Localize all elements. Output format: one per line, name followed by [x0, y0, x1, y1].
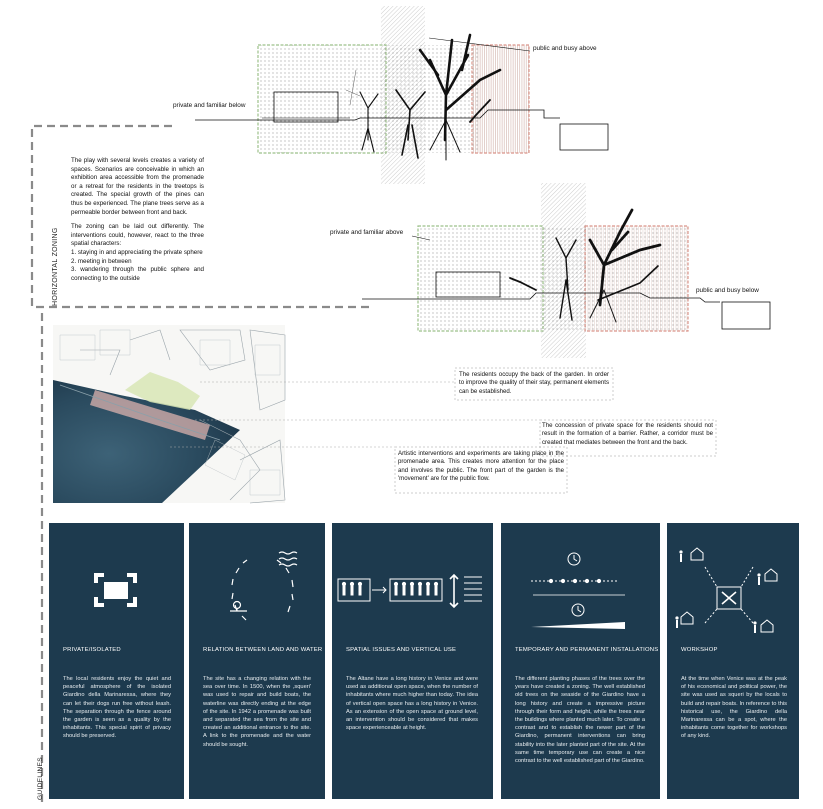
card-text: The site has a changing relation with th…	[203, 676, 311, 748]
card-title: SPATIAL ISSUES AND VERTICAL USE	[346, 647, 457, 653]
section1-label-public: public and busy above	[533, 45, 597, 52]
horizontal-zoning-label: HORIZONTAL ZONING	[52, 227, 59, 306]
card-title: RELATION BETWEEN LAND AND WATER	[203, 647, 323, 653]
card-text: The Altane have a long history in Venice…	[346, 676, 478, 732]
vertical-use-icon	[337, 573, 482, 609]
intro-paragraph-1: The play with several levels creates a v…	[71, 157, 204, 216]
note-box-artistic	[394, 446, 568, 494]
note-box-concession	[539, 419, 717, 457]
card-private-isolated: PRIVATE/ISOLATED The local residents enj…	[49, 523, 184, 799]
card-title: TEMPORARY AND PERMANENT INSTALLATIONS	[515, 647, 659, 653]
card-temporary-permanent: TEMPORARY AND PERMANENT INSTALLATIONS Th…	[501, 523, 660, 799]
intro-paragraph-2: The zoning can be laid out differently. …	[71, 223, 204, 248]
clock-timeline-icon	[531, 552, 625, 629]
card-text: At the time when Venice was at the peak …	[681, 676, 787, 740]
note-concession: The concession of private space for the …	[542, 422, 713, 446]
note-box-residents	[454, 367, 614, 401]
card-text: The local residents enjoy the quiet and …	[63, 676, 171, 740]
card-land-water: RELATION BETWEEN LAND AND WATER The site…	[189, 523, 325, 799]
section2-label-public: public and busy below	[696, 287, 759, 294]
frame-icon	[94, 573, 137, 607]
section-diagram-2	[362, 183, 771, 358]
horizontal-zoning-frame	[30, 124, 370, 309]
note-residents: The residents occupy the back of the gar…	[459, 371, 609, 395]
card-text: The different planting phases of the tre…	[515, 676, 645, 765]
guidelines-label: GUIDELINES	[37, 757, 44, 800]
intro-list-item-1: 1. staying in and appreciating the priva…	[71, 248, 203, 256]
card-title: WORKSHOP	[681, 647, 718, 653]
card-vertical-use: SPATIAL ISSUES AND VERTICAL USE The Alta…	[332, 523, 493, 799]
card-title: PRIVATE/ISOLATED	[63, 647, 121, 653]
intro-list-item-2: 2. meeting in between	[71, 257, 132, 265]
site-map	[53, 325, 286, 504]
section1-label-private: private and familiar below	[173, 102, 246, 109]
intro-list-item-3: 3. wandering through the public sphere a…	[71, 266, 204, 282]
workshop-tools-icon	[675, 547, 778, 633]
card-workshop: WORKSHOP At the time when Venice was at …	[667, 523, 799, 799]
note-artistic: Artistic interventions and experiments a…	[398, 450, 564, 483]
section-diagram-1	[195, 6, 609, 184]
land-water-icon	[230, 551, 298, 621]
intro-text: The play with several levels creates a v…	[71, 157, 204, 283]
section2-label-private: private and familiar above	[330, 229, 404, 236]
